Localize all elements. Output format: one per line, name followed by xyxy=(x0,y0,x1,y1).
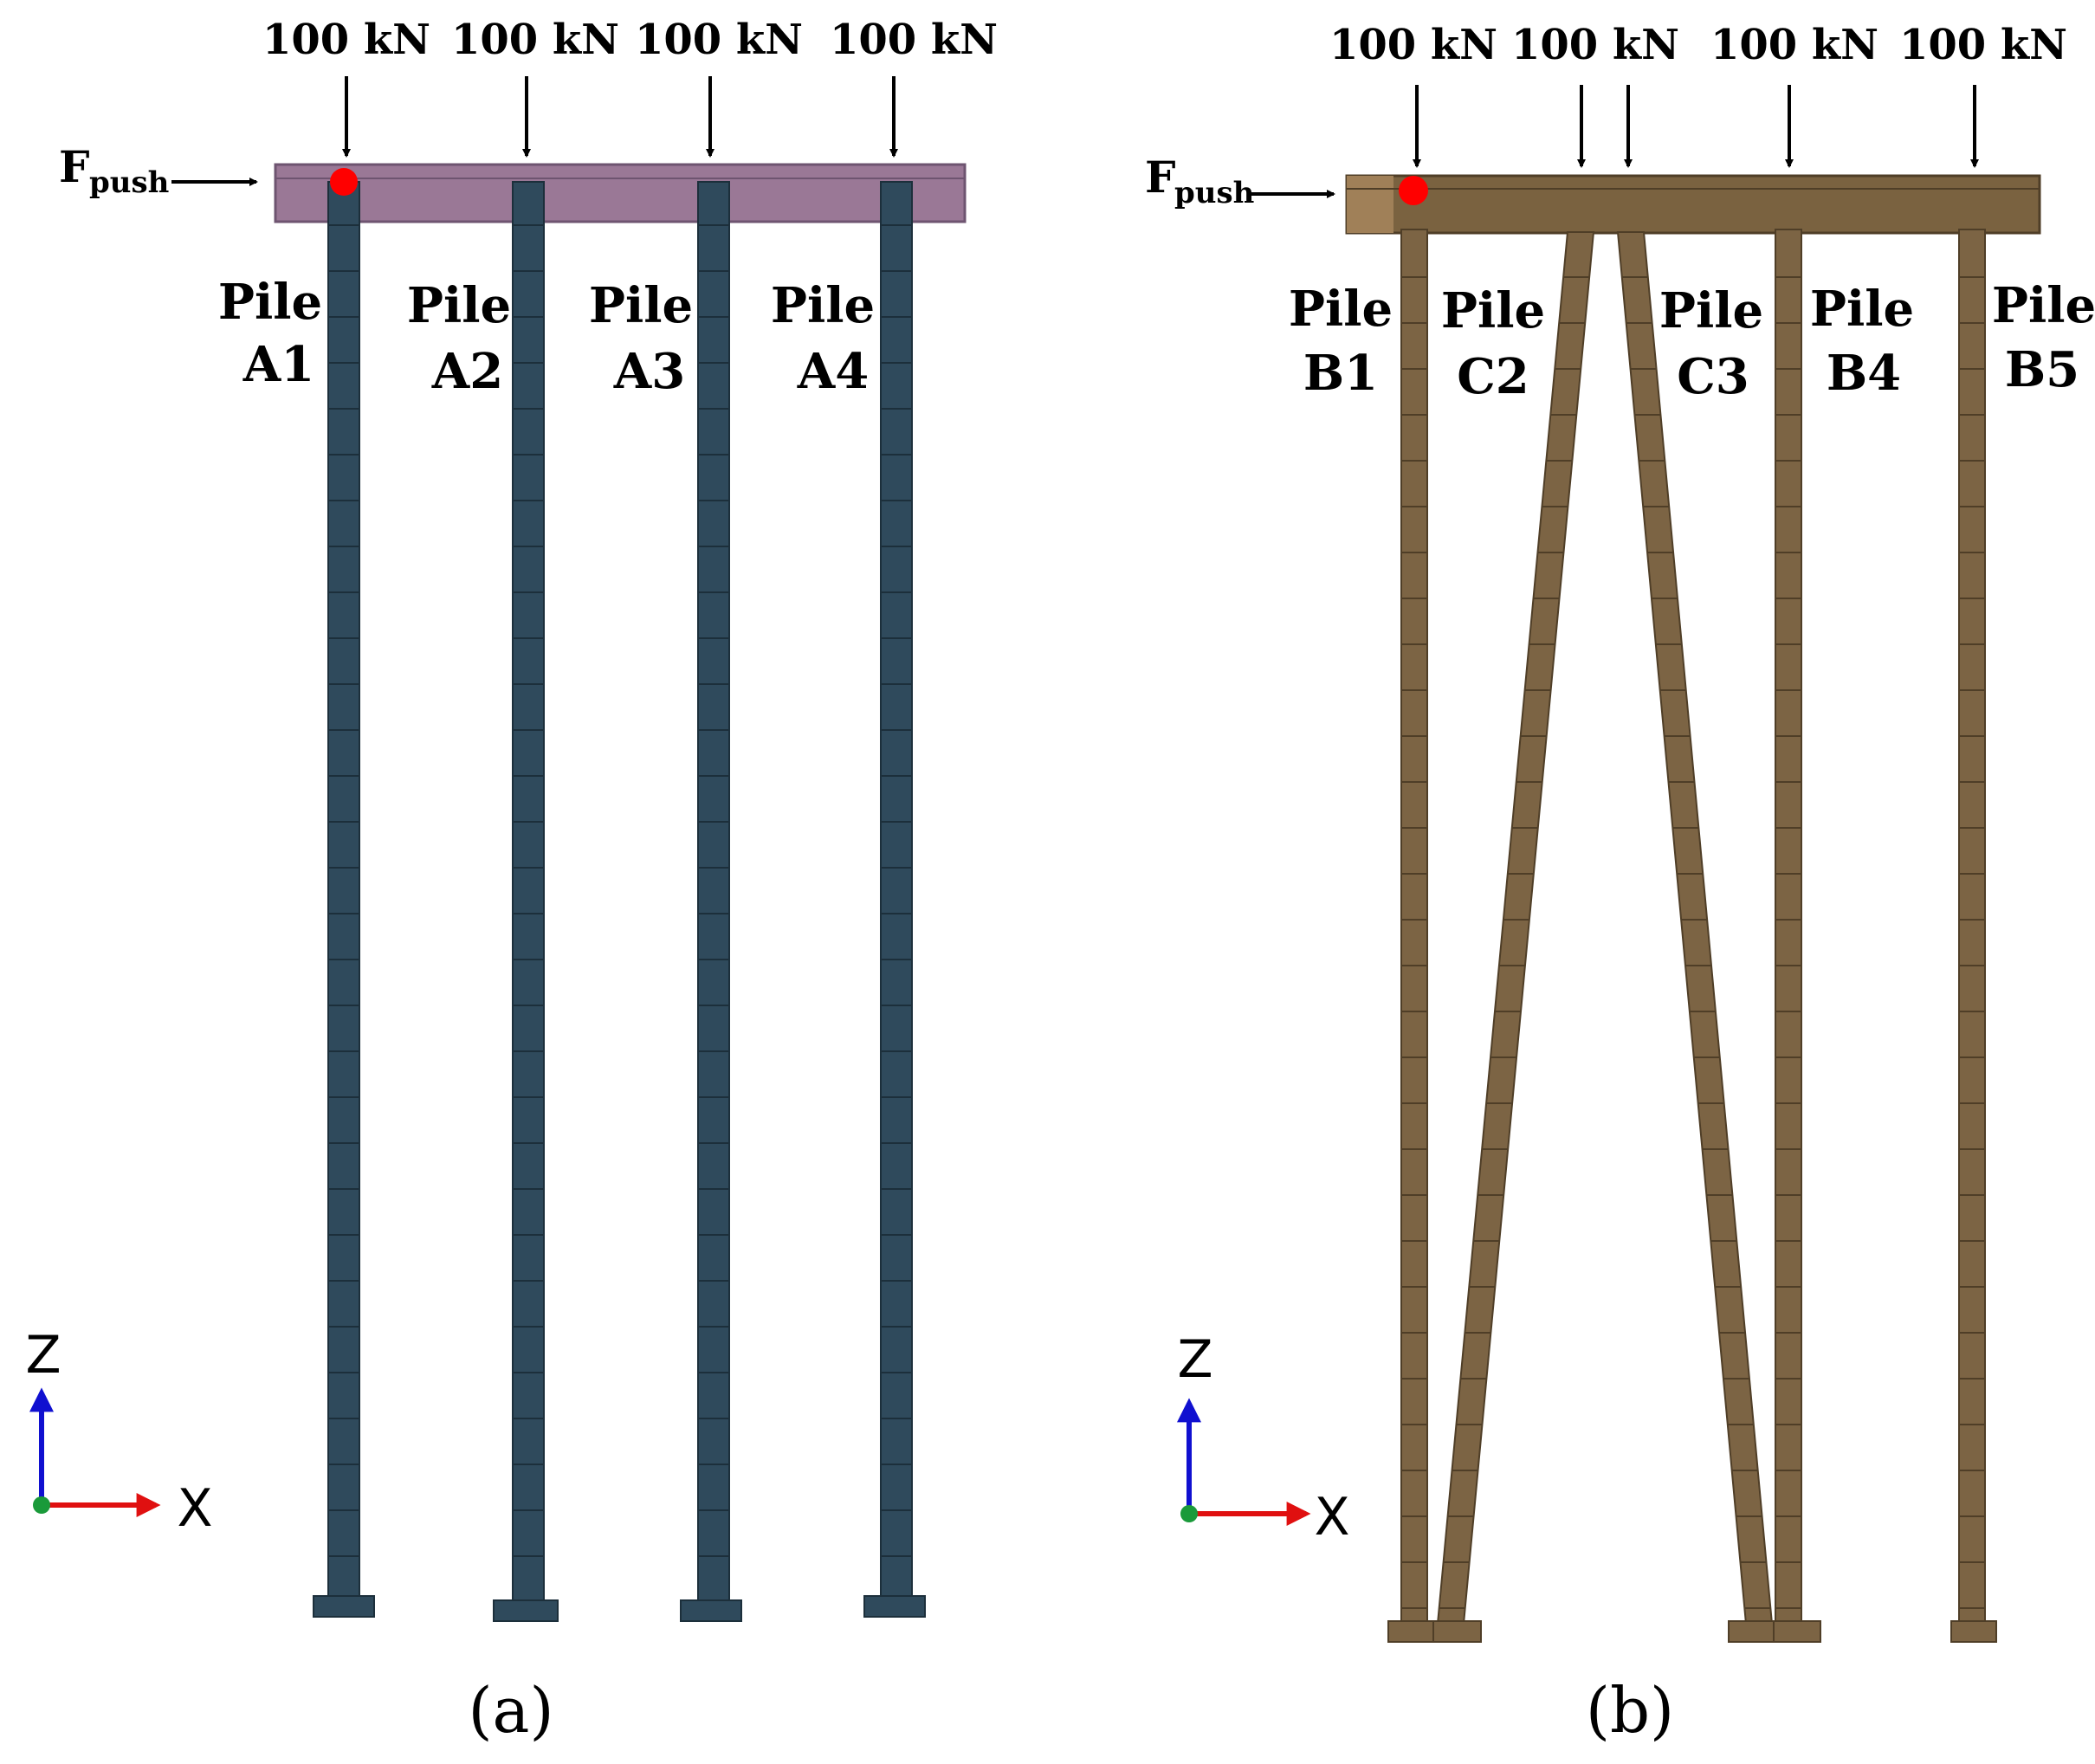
pile-mesh-lines xyxy=(328,224,912,1557)
pile-a1 xyxy=(313,181,375,1618)
pile-label: Pile xyxy=(218,274,322,331)
load-label: 100 kN xyxy=(451,16,619,64)
panel-caption-b: (b) xyxy=(1586,1674,1674,1747)
pile-label-id: C2 xyxy=(1457,348,1529,405)
load-label: 100 kN xyxy=(262,16,430,64)
pile-label: Pile xyxy=(1992,277,2095,334)
pile-label-id: B1 xyxy=(1303,345,1378,402)
pile-cap-b xyxy=(1345,174,2041,235)
pile-label-id: A2 xyxy=(431,343,503,400)
pile-b5 xyxy=(1950,229,1997,1643)
push-force-subscript: push xyxy=(1174,176,1254,210)
panel-b: 100 kN 100 kN 100 kN 100 kN F push Pile … xyxy=(1145,21,2095,1747)
pile-mesh-lines xyxy=(1401,276,1985,1609)
pile-label: Pile xyxy=(1659,282,1763,339)
pile-label: Pile xyxy=(589,277,693,334)
load-arrows-b xyxy=(1413,85,1979,168)
pile-a3 xyxy=(680,181,742,1622)
pile-label: Pile xyxy=(1289,281,1393,338)
load-labels-a: 100 kN 100 kN 100 kN 100 kN xyxy=(262,16,998,64)
load-label: 100 kN xyxy=(1899,21,2067,69)
pile-c3 xyxy=(1616,231,1777,1643)
push-force-subscript: push xyxy=(89,165,169,200)
pile-label-id: A4 xyxy=(797,343,869,400)
pile-c2 xyxy=(1432,231,1595,1643)
x-axis-label: X xyxy=(1314,1487,1349,1548)
push-force-b: F push xyxy=(1145,152,1335,210)
push-force-symbol: F xyxy=(1145,152,1176,203)
pile-label: Pile xyxy=(1441,282,1545,339)
pile-labels-a: Pile A1 Pile A2 Pile A3 Pile A4 xyxy=(218,274,875,400)
load-arrows-a xyxy=(342,76,898,158)
z-axis-label: Z xyxy=(25,1325,61,1386)
pile-label-id: B5 xyxy=(2005,341,2079,398)
pile-a4 xyxy=(863,181,926,1618)
load-label: 100 kN xyxy=(1329,21,1497,69)
panel-caption-a: (a) xyxy=(468,1674,553,1747)
pile-label: Pile xyxy=(1810,281,1914,338)
control-point-marker xyxy=(1399,176,1428,205)
pile-label: Pile xyxy=(771,277,875,334)
pile-label: Pile xyxy=(407,277,511,334)
z-axis-label: Z xyxy=(1177,1329,1212,1390)
pile-label-id: B4 xyxy=(1827,345,1901,402)
panel-a: 100 kN 100 kN 100 kN 100 kN F push Pile … xyxy=(25,16,998,1747)
control-point-marker xyxy=(330,168,358,196)
load-label: 100 kN xyxy=(635,16,803,64)
axis-triad-a: Z X xyxy=(25,1325,212,1539)
pile-cap-a xyxy=(274,163,967,223)
pile-labels-b: Pile B1 Pile C2 Pile C3 Pile B4 Pile B5 xyxy=(1289,277,2095,405)
pile-label-id: A3 xyxy=(613,343,685,400)
axis-triad-b: Z X xyxy=(1177,1329,1350,1548)
load-labels-b: 100 kN 100 kN 100 kN 100 kN xyxy=(1329,21,2067,69)
load-label: 100 kN xyxy=(1511,21,1679,69)
load-label: 100 kN xyxy=(830,16,998,64)
load-label: 100 kN xyxy=(1710,21,1878,69)
cap-side-face xyxy=(1347,176,1393,233)
pile-b4 xyxy=(1773,229,1821,1643)
pile-label-id: A1 xyxy=(242,336,314,393)
push-force-symbol: F xyxy=(59,141,90,192)
pile-label-id: C3 xyxy=(1677,348,1749,405)
x-axis-label: X xyxy=(177,1478,212,1539)
pile-a2 xyxy=(493,181,559,1622)
push-force-a: F push xyxy=(59,141,258,200)
pile-b1 xyxy=(1387,229,1436,1643)
